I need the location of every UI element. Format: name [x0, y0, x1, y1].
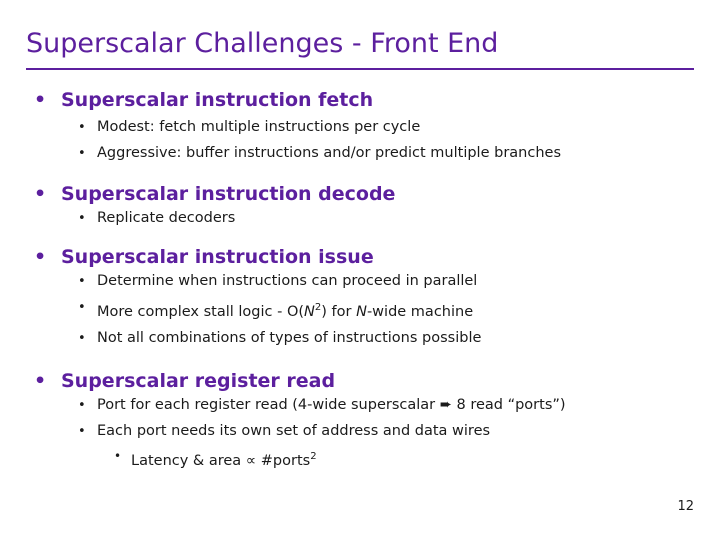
stall-n-1: N — [304, 303, 315, 320]
list-item-label: Aggressive: buffer instructions and/or p… — [97, 145, 561, 161]
latency-pre: Latency & area — [131, 452, 246, 469]
list-item: • More complex stall logic - O(N2) for N… — [26, 297, 696, 323]
list-item-label: Determine when instructions can proceed … — [97, 273, 478, 289]
section-heading-register-read: • Superscalar register read — [26, 369, 696, 393]
page-title: Superscalar Challenges - Front End — [26, 28, 499, 59]
page-number: 12 — [677, 499, 694, 514]
proportional-icon: ∝ — [245, 452, 257, 469]
list-item-label: Modest: fetch multiple instructions per … — [97, 119, 421, 135]
bullet-level2-icon: • — [78, 300, 86, 315]
bullet-level1-icon: • — [34, 89, 47, 111]
bullet-level2-icon: • — [78, 397, 86, 413]
list-item: • Replicate decoders — [26, 208, 696, 229]
section-heading-decode: • Superscalar instruction decode — [26, 182, 696, 206]
list-item: • Not all combinations of types of instr… — [26, 328, 696, 349]
bullet-level1-icon: • — [34, 183, 47, 205]
list-item: • Port for each register read (4-wide su… — [26, 395, 696, 416]
stall-exponent: 2 — [314, 302, 322, 313]
list-item-label: Port for each register read (4-wide supe… — [97, 396, 566, 413]
stall-n-2: N — [356, 303, 367, 320]
bullet-level2-icon: • — [78, 211, 86, 226]
list-item-label: Each port needs its own set of address a… — [97, 422, 491, 439]
section-heading-issue: • Superscalar instruction issue — [26, 245, 696, 269]
bullet-level2-icon: • — [78, 274, 86, 289]
sub-list-item: • Latency & area ∝ #ports2 — [26, 446, 696, 472]
list-item: • Aggressive: buffer instructions and/or… — [26, 143, 696, 164]
list-item: • Modest: fetch multiple instructions pe… — [26, 117, 696, 138]
section-heading-fetch-label: Superscalar instruction fetch — [61, 89, 374, 111]
slide-body: • Superscalar instruction fetch • Modest… — [26, 88, 696, 472]
bullet-level2-icon: • — [78, 146, 86, 161]
section-heading-register-read-label: Superscalar register read — [61, 369, 336, 392]
section-heading-fetch: • Superscalar instruction fetch — [26, 88, 696, 112]
stall-post: -wide machine — [366, 303, 474, 320]
sub-list-item-label-composite: Latency & area ∝ #ports2 — [131, 450, 317, 469]
list-item-label: Not all combinations of types of instruc… — [97, 329, 482, 346]
section-heading-issue-label: Superscalar instruction issue — [61, 246, 374, 268]
stall-mid: ) for — [321, 303, 357, 320]
bullet-level3-icon: • — [114, 448, 122, 463]
bullet-level1-icon: • — [34, 369, 47, 392]
bullet-level2-icon: • — [78, 330, 86, 346]
bullet-level1-icon: • — [34, 246, 47, 268]
bullet-level2-icon: • — [78, 120, 86, 135]
bullet-level2-icon: • — [78, 423, 86, 439]
list-item-label-composite: More complex stall logic - O(N2) for N-w… — [97, 302, 474, 320]
latency-exponent: 2 — [310, 450, 317, 462]
stall-pre: More complex stall logic - O( — [97, 303, 305, 320]
list-item: • Each port needs its own set of address… — [26, 421, 696, 442]
section-heading-decode-label: Superscalar instruction decode — [61, 183, 396, 205]
latency-post: #ports — [256, 452, 311, 469]
title-divider — [26, 68, 694, 70]
list-item: • Determine when instructions can procee… — [26, 271, 696, 292]
list-item-label: Replicate decoders — [97, 210, 236, 226]
